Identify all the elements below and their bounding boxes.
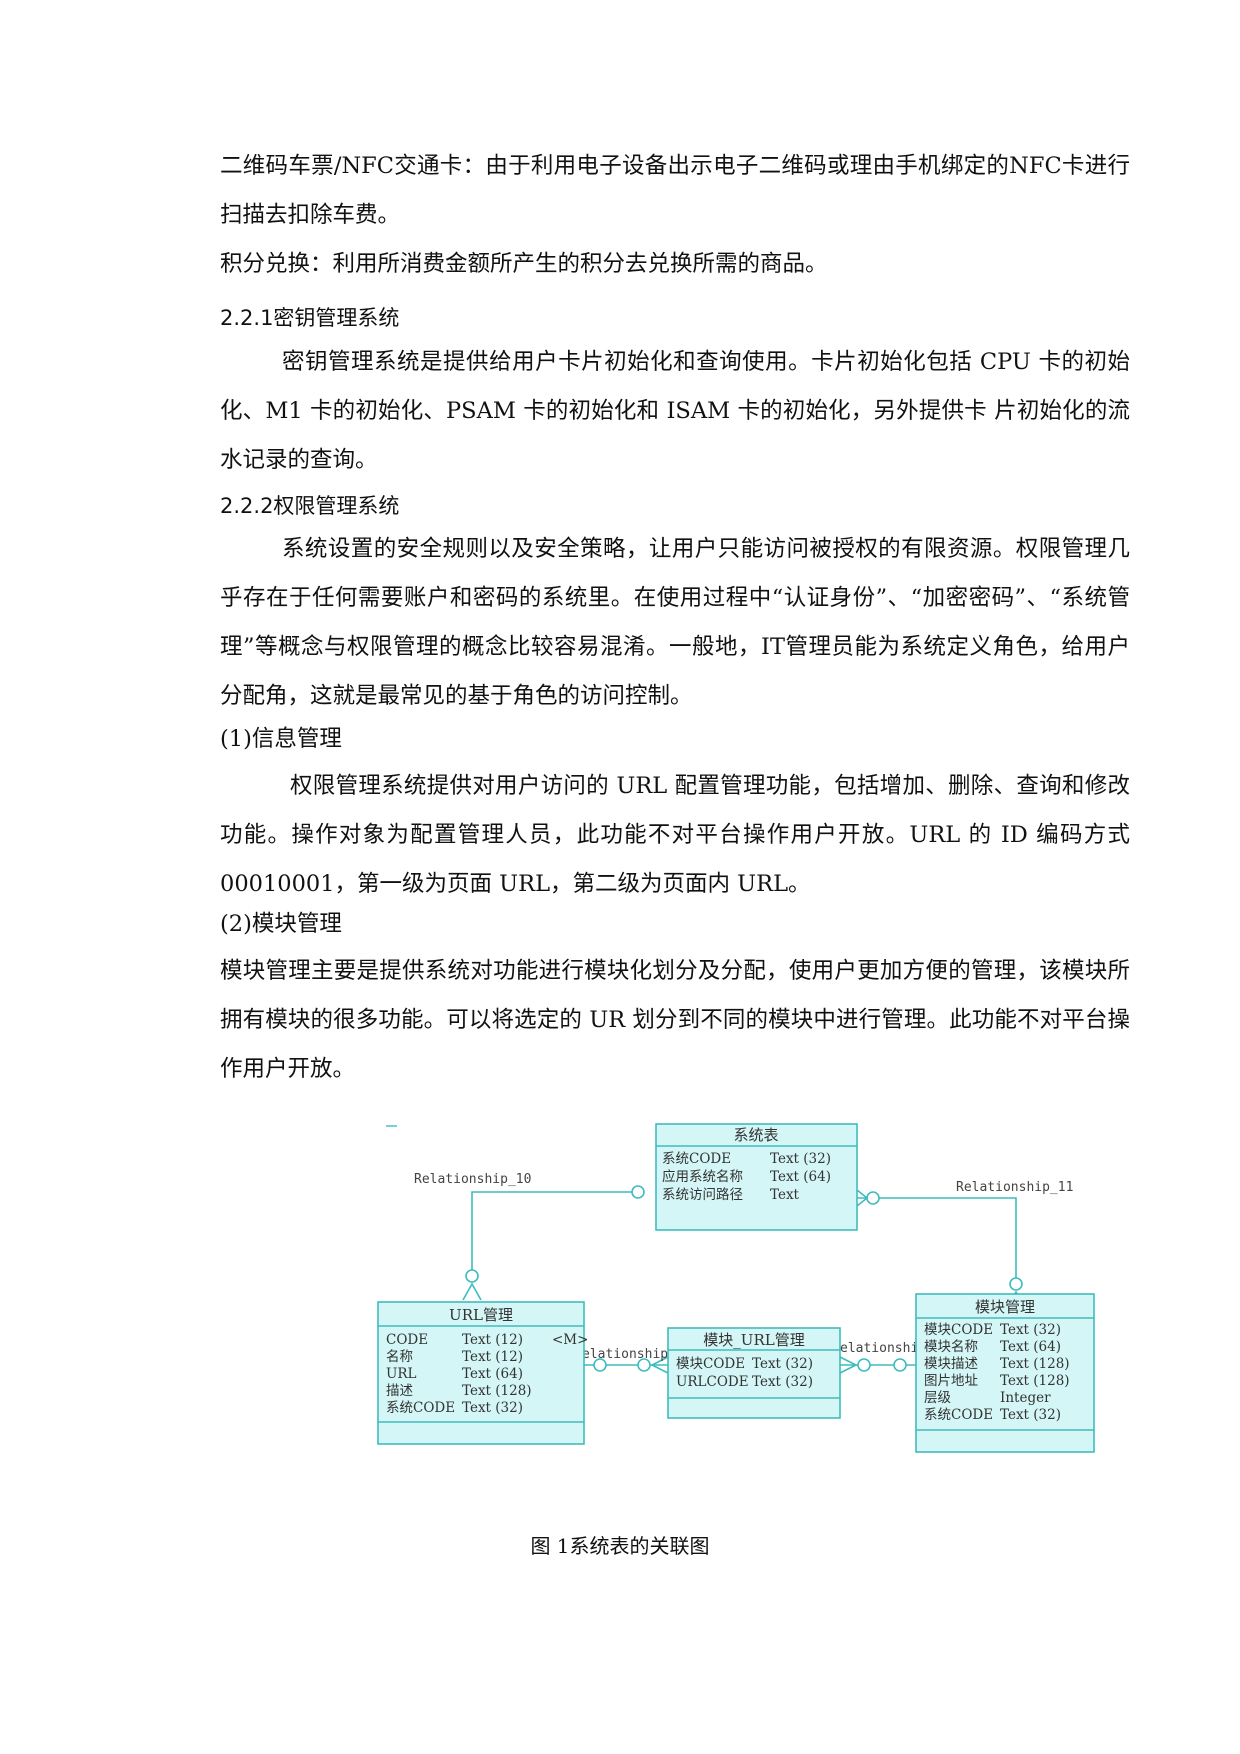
entity-module-row-3-name: 图片地址 [924,1373,978,1389]
entity-url-row-1-type: Text (12) [462,1349,523,1365]
entity-system-row-1-name: 应用系统名称 [662,1168,743,1185]
entity-module-management: 模块管理 模块CODE Text (32) 模块名称 Text (64) 模块描… [915,1293,1095,1453]
relationship-module-optional-many [857,1358,871,1372]
paragraph-module-management: 模块管理主要是提供系统对功能进行模块化划分及分配，使用户更加方便的管理，该模块所… [220,958,1130,1082]
relationship-11-optional-many [1009,1277,1023,1291]
relationship-url-label: elationship [582,1347,668,1362]
relationship-10-crowfoot [462,1282,482,1301]
entity-module-url-row-1-name: URLCODE [676,1374,749,1390]
relationship-module-optional-end [893,1358,907,1372]
paragraph-points-exchange: 积分兑换：利用所消费金额所产生的积分去兑换所需的商品。 [220,251,828,277]
entity-url-management: URL管理 CODE Text (12) <M> 名称 Text (12) UR… [377,1301,588,1445]
entity-module-row-1-name: 模块名称 [924,1339,978,1355]
relationship-10-label: Relationship_10 [414,1172,531,1187]
relationship-url-optional-end [593,1358,607,1372]
entity-system-row-2-name: 系统访问路径 [662,1187,743,1203]
relationship-11-crowfoot-left [856,1189,869,1207]
heading-module-management: (2)模块管理 [220,911,342,937]
entity-url-row-3-type: Text (128) [462,1383,532,1399]
relationship-10-optional-end [631,1185,645,1199]
entity-system-row-0-type: Text (32) [770,1151,831,1167]
entity-module-row-0-type: Text (32) [1000,1322,1061,1338]
entity-url-title: URL管理 [449,1306,513,1324]
entity-module-url-row-0-name: 模块CODE [676,1356,745,1372]
relationship-11-label: Relationship_11 [956,1180,1073,1195]
entity-module-row-4-name: 层级 [924,1390,952,1406]
entity-module-row-1-type: Text (64) [1000,1339,1061,1355]
relationship-10-optional-many [465,1269,479,1283]
relationship-11-optional-end [866,1191,880,1205]
entity-url-row-4-type: Text (32) [462,1400,523,1416]
entity-module-row-3-type: Text (128) [1000,1373,1070,1389]
entity-system-row-2-type: Text [770,1187,800,1203]
entity-module-row-5-type: Text (32) [1000,1407,1061,1423]
relationship-10-line [471,1191,644,1280]
relationship-module-crowfoot [839,1356,858,1374]
entity-module-url-title: 模块_URL管理 [703,1331,804,1349]
relationship-url-crowfoot [650,1356,669,1374]
entity-url-row-0-key: <M> [552,1332,588,1348]
entity-url-row-0-type: Text (12) [462,1332,523,1348]
paragraph-key-management: 密钥管理系统是提供给用户卡片初始化和查询使用。卡片初始化包括 CPU 卡的初始化… [220,349,1130,473]
entity-module-url-management: 模块_URL管理 模块CODE Text (32) URLCODE Text (… [667,1327,841,1419]
entity-system-title: 系统表 [733,1126,778,1144]
heading-2-2-2: 2.2.2权限管理系统 [220,494,400,518]
heading-info-management: (1)信息管理 [220,726,342,752]
paragraph-info-management: 权限管理系统提供对用户访问的 URL 配置管理功能，包括增加、删除、查询和修改功… [220,773,1130,897]
entity-module-row-5-name: 系统CODE [924,1407,993,1423]
entity-url-row-4-name: 系统CODE [386,1400,455,1416]
entity-module-url-row-0-type: Text (32) [752,1356,813,1372]
entity-system-row-1-type: Text (64) [770,1169,831,1185]
figure-caption: 图 1系统表的关联图 [530,1534,710,1558]
entity-url-row-2-name: URL [386,1366,417,1382]
entity-url-row-2-type: Text (64) [462,1366,523,1382]
relationship-url-optional-many [637,1358,651,1372]
relationship-11-line [857,1197,1017,1290]
entity-module-row-2-name: 模块描述 [924,1356,978,1372]
paragraph-qr-ticket: 二维码车票/NFC交通卡：由于利用电子设备出示电子二维码或理由手机绑定的NFC卡… [220,153,1130,228]
entity-url-row-3-name: 描述 [386,1383,413,1399]
entity-module-row-4-type: Integer [1000,1390,1051,1406]
entity-system-row-0-name: 系统CODE [662,1151,731,1167]
entity-module-url-row-1-type: Text (32) [752,1374,813,1390]
entity-module-title: 模块管理 [975,1298,1035,1316]
entity-system-table: 系统表 系统CODE Text (32) 应用系统名称 Text (64) 系统… [655,1123,858,1231]
paragraph-permission-management: 系统设置的安全规则以及安全策略，让用户只能访问被授权的有限资源。权限管理几乎存在… [220,536,1130,709]
entity-url-row-0-name: CODE [386,1332,428,1348]
entity-module-row-2-type: Text (128) [1000,1356,1070,1372]
entity-url-row-1-name: 名称 [386,1349,413,1365]
entity-module-row-0-name: 模块CODE [924,1322,993,1338]
heading-2-2-1: 2.2.1密钥管理系统 [220,306,400,330]
relationship-module-label: elationship [840,1341,926,1356]
